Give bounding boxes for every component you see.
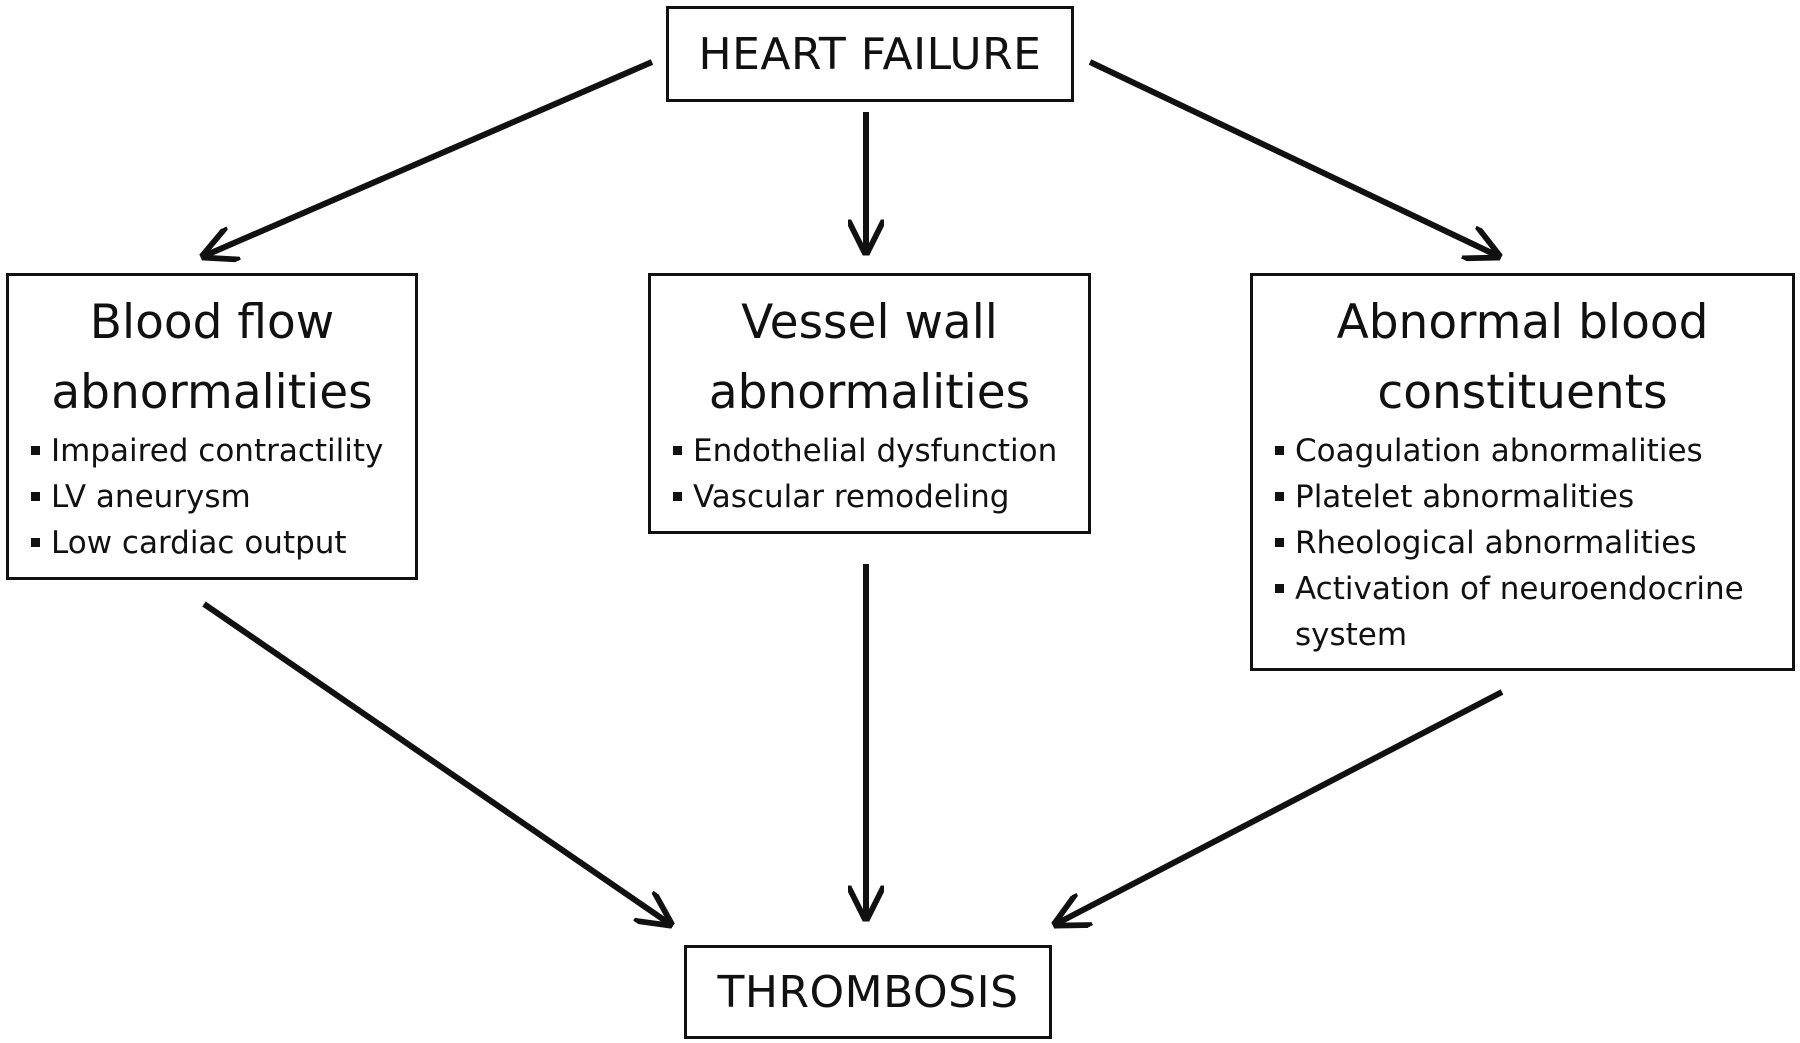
bullet-item: Rheological abnormalities xyxy=(1275,520,1792,566)
bullet-list: Endothelial dysfunction Vascular remodel… xyxy=(651,428,1088,520)
bullet-item: Impaired contractility xyxy=(31,428,415,474)
arrow-blood-flow-to-thrombosis xyxy=(202,601,670,924)
box-title-line: abnormalities xyxy=(708,365,1031,420)
box-title-line: Abnormal blood xyxy=(1336,295,1709,350)
bullet-item: Endothelial dysfunction xyxy=(673,428,1088,474)
bullet-item: LV aneurysm xyxy=(31,474,415,520)
bullet-item: Activation of neuroendocrine system xyxy=(1275,566,1765,658)
thrombosis-label: THROMBOSIS xyxy=(717,966,1019,1018)
heart-failure-node: HEART FAILURE xyxy=(666,6,1074,102)
box-title-line: constituents xyxy=(1377,365,1668,420)
bullet-item: Low cardiac output xyxy=(31,520,415,566)
bullet-item: Vascular remodeling xyxy=(673,474,1088,520)
box-title-line: abnormalities xyxy=(51,365,373,420)
box-title-line: Blood flow xyxy=(89,295,335,350)
abnormal-blood-constituents-box: Abnormal blood constituents Coagulation … xyxy=(1250,273,1795,671)
blood-flow-abnormalities-box: Blood flow abnormalities Impaired contra… xyxy=(6,273,418,580)
bullet-item: Platelet abnormalities xyxy=(1275,474,1792,520)
vessel-wall-abnormalities-box: Vessel wall abnormalities Endothelial dy… xyxy=(648,273,1091,534)
box-title-line: Vessel wall xyxy=(741,295,998,350)
arrow-hf-to-blood-flow xyxy=(204,59,654,256)
arrow-hf-to-blood-constituents xyxy=(1088,59,1498,256)
bullet-list: Impaired contractility LV aneurysm Low c… xyxy=(9,428,415,566)
box-title: Blood flow abnormalities xyxy=(9,288,415,428)
bullet-list: Coagulation abnormalities Platelet abnor… xyxy=(1253,428,1792,658)
box-title: Abnormal blood constituents xyxy=(1253,288,1792,428)
thrombosis-node: THROMBOSIS xyxy=(684,945,1052,1039)
box-title: Vessel wall abnormalities xyxy=(651,288,1088,428)
bullet-item: Coagulation abnormalities xyxy=(1275,428,1792,474)
arrow-blood-constituents-to-thrombosis xyxy=(1056,689,1504,924)
heart-failure-label: HEART FAILURE xyxy=(698,28,1042,80)
